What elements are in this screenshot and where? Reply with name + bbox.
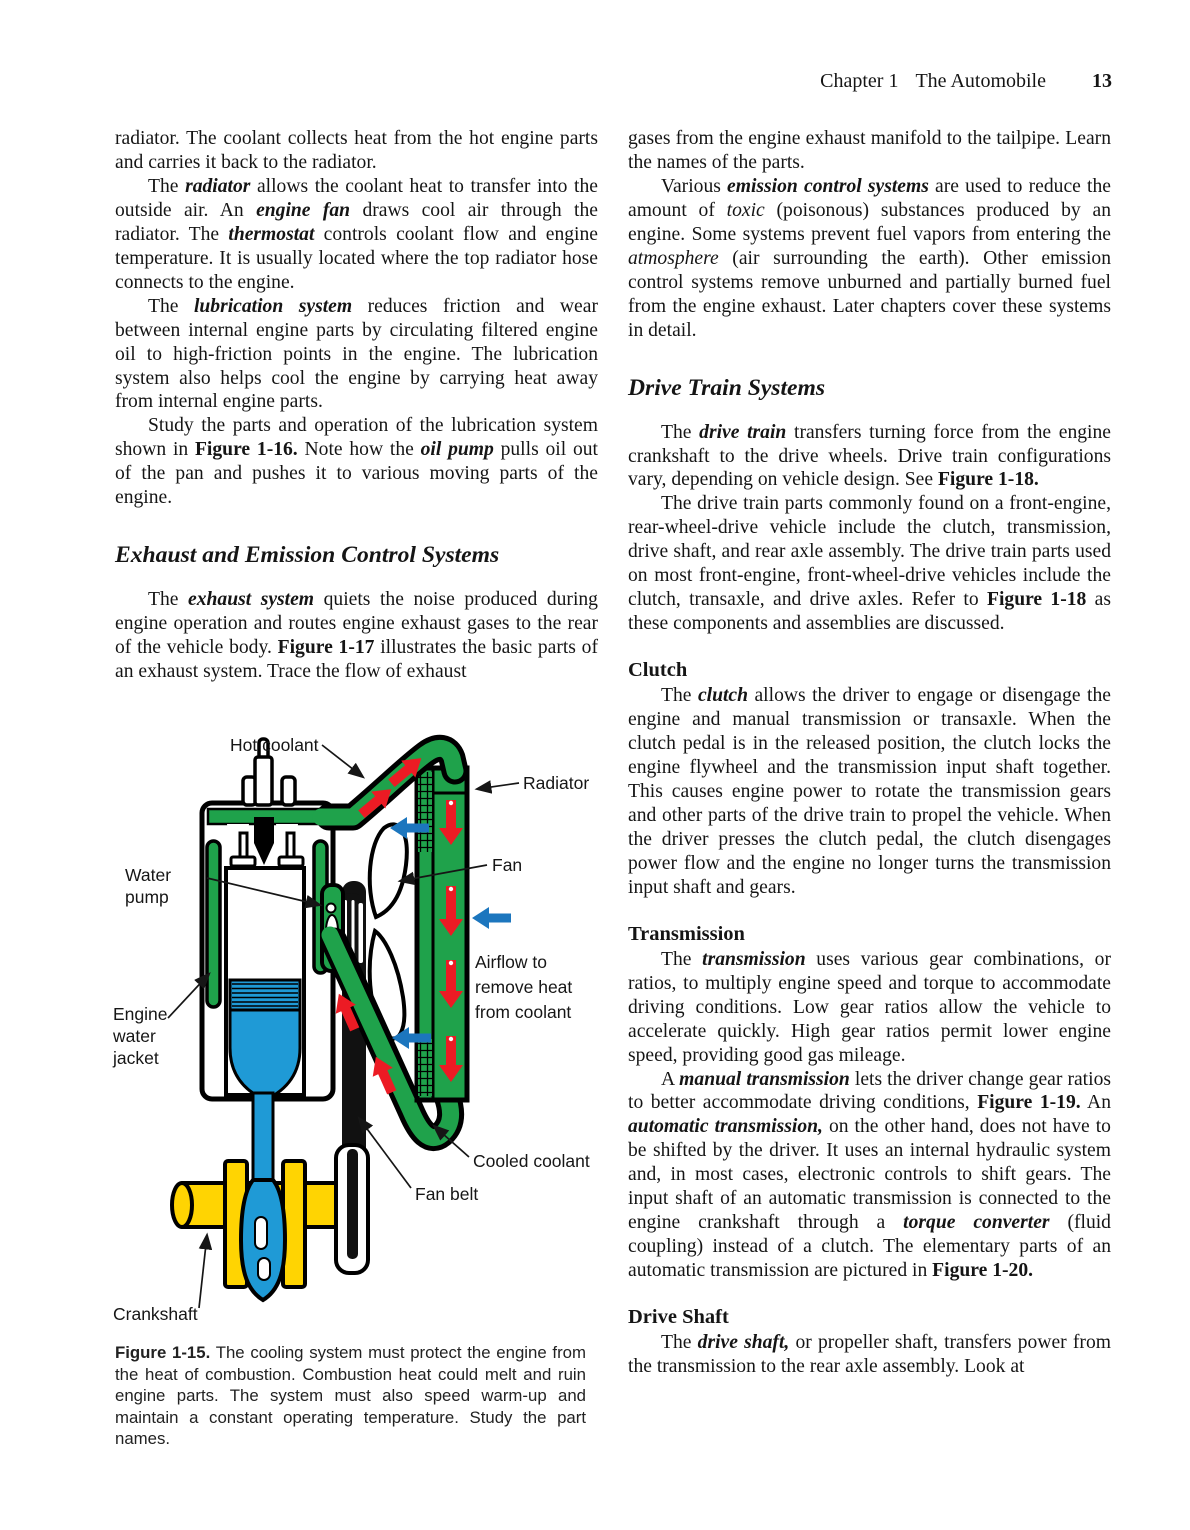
piston-rings: [228, 978, 302, 1012]
airflow-arrows: [390, 817, 511, 1049]
book-title: The Automobile: [915, 70, 1046, 92]
label-airflow: Airflow to: [475, 952, 547, 972]
label-airflow: remove heat: [475, 977, 572, 997]
label-cooled-coolant: Cooled coolant: [473, 1151, 590, 1171]
chapter-label: Chapter 1: [820, 70, 899, 92]
valve-left: [238, 831, 249, 861]
paragraph: The drive train transfers turning force …: [628, 421, 1111, 491]
paragraph: The clutch allows the driver to engage o…: [628, 685, 1111, 898]
paragraph: Study the parts and operation of the lub…: [115, 415, 598, 509]
water-jacket-left: [205, 839, 222, 1009]
paragraph: The transmission uses various gear combi…: [628, 948, 1111, 1066]
combustion-chamber-left: [227, 824, 249, 833]
label-airflow: from coolant: [475, 1002, 571, 1022]
right-column-text: gases from the engine exhaust manifold t…: [628, 127, 1111, 1379]
radiator-flow-arrows: [439, 800, 463, 1082]
paragraph: The drive train parts commonly found on …: [628, 493, 1111, 635]
engine-block-drawing: [199, 737, 336, 1207]
paragraph: radiator. The coolant collects heat from…: [115, 128, 598, 173]
valve-right: [285, 831, 296, 861]
coolant-flow-arrows: [335, 758, 422, 1095]
subheading-transmission: Transmission: [628, 922, 745, 945]
radiator-fins-top: [418, 772, 432, 852]
radiator-fins-bottom: [418, 1039, 432, 1096]
left-column-text: radiator. The coolant collects heat from…: [115, 127, 598, 684]
radiator-drawing: [414, 765, 470, 1103]
paragraph: The exhaust system quiets the noise prod…: [115, 589, 598, 683]
subheading-clutch: Clutch: [628, 659, 688, 682]
label-crankshaft: Crankshaft: [113, 1304, 198, 1324]
label-radiator: Radiator: [523, 773, 589, 793]
label-leader-lines: [167, 744, 520, 1309]
label-engine-water-jacket: water: [112, 1026, 156, 1046]
label-fan-belt: Fan belt: [415, 1184, 478, 1204]
section-heading-drive-train: Drive Train Systems: [628, 374, 826, 401]
combustion-chamber-right: [276, 824, 298, 833]
subheading-drive-shaft: Drive Shaft: [628, 1306, 729, 1329]
label-water-pump: Water: [125, 865, 171, 885]
label-engine-water-jacket: jacket: [112, 1048, 159, 1068]
paragraph: Various emission control systems are use…: [628, 175, 1111, 341]
paragraph: The drive shaft, or propeller shaft, tra…: [628, 1332, 1111, 1378]
page-header: Chapter 1 The Automobile 13: [628, 70, 1112, 93]
figure-caption-block: Figure 1-15. The cooling system must pro…: [115, 1342, 586, 1450]
paragraph: gases from the engine exhaust manifold t…: [628, 128, 1111, 173]
section-heading-exhaust: Exhaust and Emission Control Systems: [115, 542, 500, 569]
label-engine-water-jacket: Engine: [113, 1004, 168, 1024]
paragraph: The radiator allows the coolant heat to …: [115, 175, 598, 293]
label-hot-coolant: Hot coolant: [230, 735, 319, 755]
figure-caption: Figure 1-15. The cooling system must pro…: [115, 1343, 586, 1449]
paragraph: A manual transmission lets the driver ch…: [628, 1068, 1112, 1282]
figure-1-15-cooling-system-diagram: Hot coolant Radiator Fan Water pump Engi…: [112, 734, 590, 1324]
page-number: 13: [1092, 70, 1112, 92]
spark-plug: [253, 755, 274, 807]
label-fan: Fan: [492, 855, 522, 875]
crankshaft-drawing: [170, 1159, 343, 1303]
label-water-pump: pump: [125, 887, 169, 907]
crank-pulley: [334, 1143, 370, 1275]
paragraph: The lubrication system reduces friction …: [115, 295, 598, 413]
